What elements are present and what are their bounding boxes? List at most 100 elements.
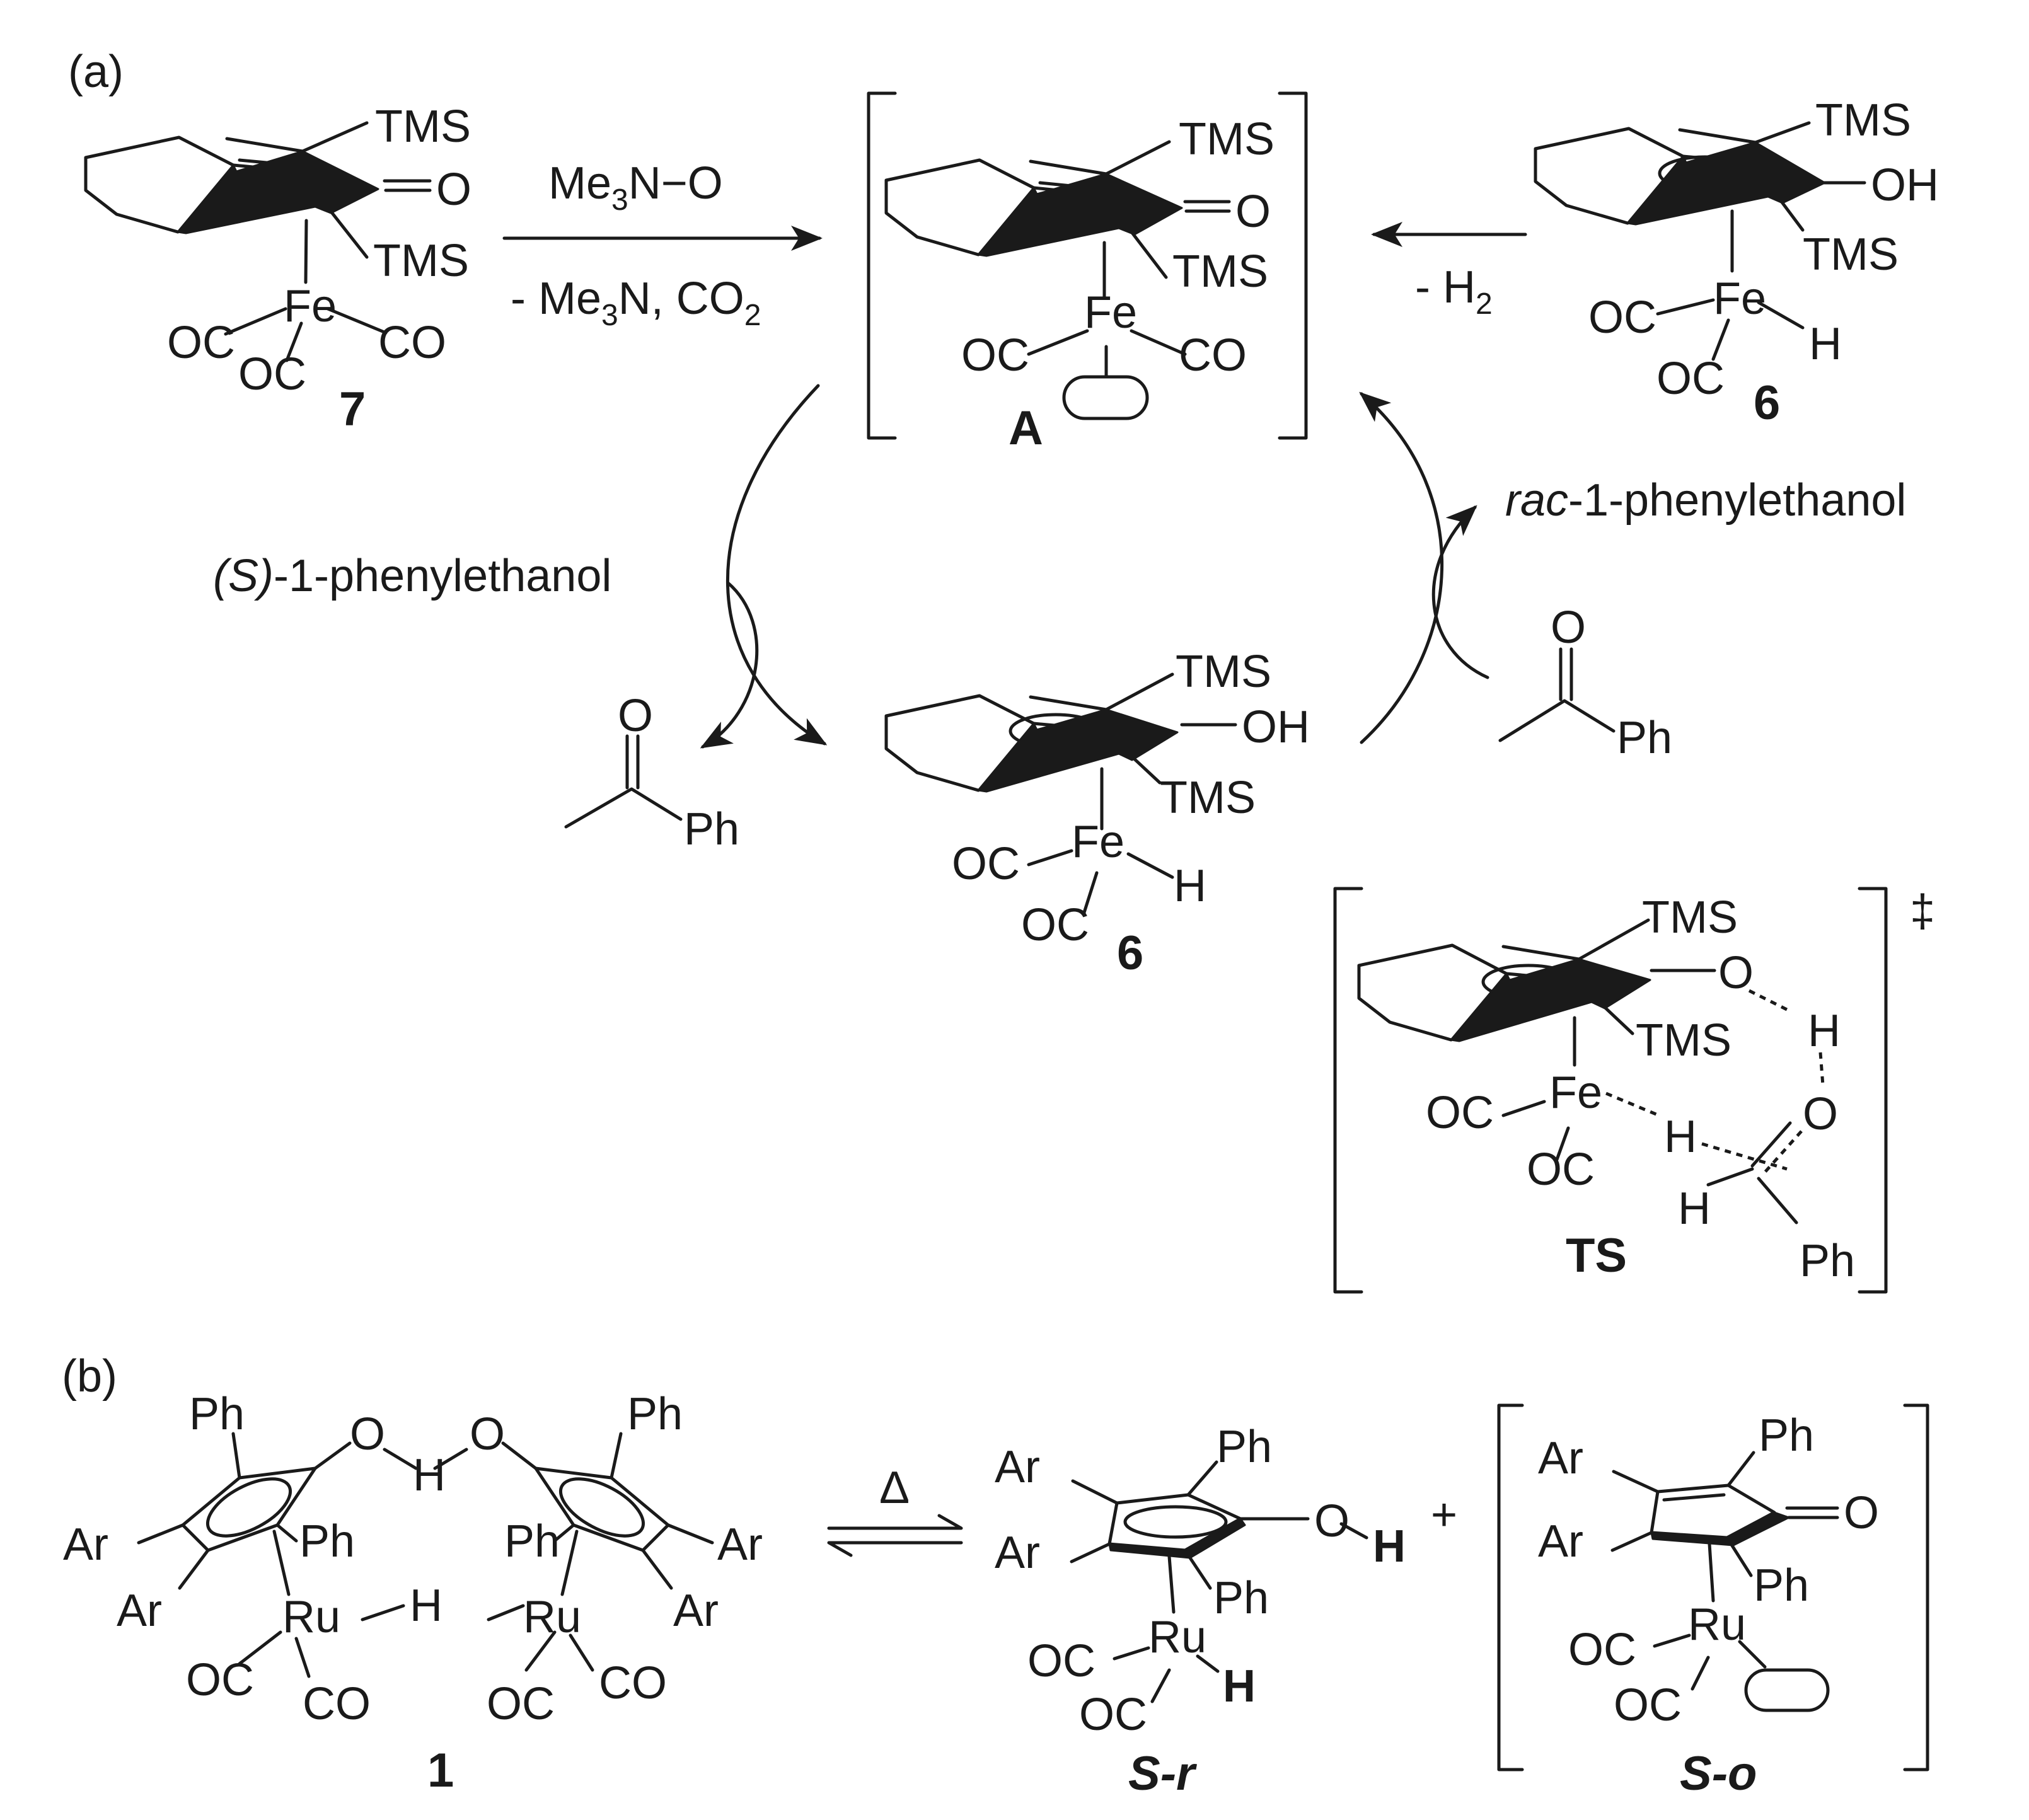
aryl-left-2: Ar [117, 1586, 162, 1636]
acetophenone-right: O Ph [1498, 602, 1672, 763]
panel-b-label: (b) [62, 1351, 117, 1402]
ligand-oc-bottom: OC [1614, 1680, 1682, 1731]
compound-S-r: Ph Ar O H + Ar Ph Ru OC H OC S-r [995, 1422, 1457, 1800]
vacant-site-icon [1062, 375, 1149, 420]
iron-atom: Fe [1713, 274, 1766, 324]
group-tms-bottom: TMS [1803, 229, 1899, 280]
aryl-lower: Ar [995, 1528, 1040, 1578]
ligand-co-right: CO [1179, 330, 1247, 381]
phenyl-mid-left: Ph [299, 1516, 355, 1567]
group-tms-top: TMS [1176, 647, 1271, 697]
panel-a-label: (a) [68, 47, 124, 97]
iron-atom: Fe [1549, 1068, 1602, 1118]
aryl-upper: Ar [1538, 1433, 1583, 1483]
ligand-oc-left: OC [952, 839, 1020, 889]
plus-sign: + [1431, 1490, 1457, 1540]
byproduct-h2: - H2 [1415, 262, 1493, 321]
hydroxyl-o: O [1314, 1496, 1350, 1546]
compound-S-o: Ph Ar O Ar Ph Ru OC OC S-o [1497, 1403, 1929, 1800]
aryl-right-2: Ar [673, 1586, 719, 1636]
group-tms-bottom: TMS [373, 236, 469, 286]
label-compound-7: 7 [339, 383, 366, 436]
product-rac-1-phenylethanol: rac-1-phenylethanol [1505, 475, 1906, 526]
phenyl-lower: Ph [1754, 1560, 1809, 1611]
arrow-oxidation: Me3N−O - Me3N, CO2 [502, 158, 823, 332]
ts-hydride-h: H [1664, 1112, 1697, 1162]
compound-6-center: TMS OH TMS Fe OC H OC 6 [884, 647, 1310, 980]
compound-1-shvo-dimer: Ph O H O Ph Ph Ph Ar Ar Ar Ar Ru H Ru OC… [63, 1389, 763, 1797]
transition-state-TS: ‡ TMS O TMS H Fe OC O H OC H TS Ph [1333, 886, 1935, 1294]
iron-atom: Fe [1084, 287, 1137, 338]
bridging-h: H [413, 1450, 446, 1500]
group-tms-bottom: TMS [1636, 1015, 1731, 1066]
compound-6-top: TMS OH TMS Fe OC H OC 6 [1534, 95, 1939, 430]
arrow-dehydrogenation: - H2 [1371, 222, 1527, 321]
phenyl-top: Ph [1759, 1410, 1814, 1461]
ts-oxygen-cp: O [1718, 948, 1754, 998]
ts-carbonyl-o: O [1803, 1089, 1838, 1139]
phenyl-top: Ph [1217, 1422, 1272, 1472]
ts-double-dagger: ‡ [1910, 886, 1935, 936]
acetophenone-left: O Ph [564, 691, 739, 855]
ligand-co-right: CO [378, 318, 446, 368]
group-tms-bottom: TMS [1160, 773, 1256, 823]
label-compound-6: 6 [1754, 376, 1780, 430]
carbonyl-o: O [1844, 1488, 1879, 1538]
catalytic-cycle-arrows [700, 384, 1489, 749]
phenyl-top-left: Ph [189, 1389, 245, 1439]
ligand-oc-bottom: OC [1021, 900, 1089, 950]
group-tms-top: TMS [1815, 95, 1911, 146]
iron-atom: Fe [1072, 817, 1124, 867]
ruthenium: Ru [1688, 1599, 1746, 1650]
phenyl-group: Ph [684, 804, 739, 855]
bridging-hydride: H [410, 1581, 442, 1631]
reactant-s-1-phenylethanol: (S)-1-phenylethanol [213, 551, 611, 601]
aryl-upper: Ar [995, 1442, 1040, 1492]
label-compound-6: 6 [1117, 926, 1143, 980]
hydroxyl-h-bold: H [1373, 1521, 1406, 1572]
ketone-o: O [618, 691, 653, 741]
hydride-h: H [1174, 861, 1206, 911]
equilibrium-arrows: Δ [827, 1463, 963, 1557]
ligand-oc-left: OC [1027, 1636, 1095, 1686]
vacant-site-icon [1744, 1668, 1830, 1712]
group-hydroxyl: OH [1242, 702, 1310, 752]
compound-7: TMS O TMS Fe OC CO OC 7 [84, 101, 471, 436]
ligand-oc-bottom: OC [1079, 1690, 1147, 1740]
ligand-co-right: CO [599, 1658, 667, 1708]
label-compound-1: 1 [427, 1744, 454, 1797]
ligand-oc-left: OC [1426, 1088, 1494, 1138]
ligand-oc-bottom: OC [1527, 1144, 1595, 1195]
group-tms-top: TMS [1642, 892, 1738, 943]
ligand-oc-bottom: OC [1656, 354, 1725, 404]
ts-aldehyde-h: H [1678, 1184, 1711, 1234]
ligand-oc-left: OC [961, 330, 1029, 381]
byproducts-me3n-co2: - Me3N, CO2 [511, 274, 761, 332]
hydride-h: H [1809, 319, 1842, 369]
label-compound-A: A [1009, 401, 1043, 455]
label-S-o: S-o [1680, 1747, 1757, 1800]
group-hydroxyl: OH [1871, 160, 1939, 210]
intermediate-A: TMS O TMS Fe OC CO A [867, 91, 1308, 455]
ruthenium-right: Ru [523, 1592, 581, 1642]
ligand-oc-right: OC [487, 1679, 555, 1729]
oxygen-right: O [470, 1409, 505, 1460]
ligand-oc-left: OC [167, 318, 235, 368]
aryl-left-1: Ar [63, 1519, 108, 1570]
group-tms-top: TMS [375, 101, 471, 152]
ruthenium: Ru [1148, 1612, 1206, 1662]
group-tms-top: TMS [1179, 114, 1275, 164]
phenyl-group: Ph [1800, 1236, 1855, 1286]
ketone-o: O [1551, 602, 1586, 653]
group-carbonyl-o: O [436, 164, 471, 215]
phenyl-lower: Ph [1213, 1573, 1269, 1623]
ligand-oc-bottom: OC [238, 349, 306, 400]
group-tms-bottom: TMS [1172, 246, 1268, 297]
label-S-r: S-r [1128, 1747, 1198, 1800]
ligand-co-left: CO [303, 1679, 371, 1729]
ts-hydroxyl-h: H [1808, 1006, 1841, 1056]
hydride-h-bold: H [1223, 1661, 1256, 1712]
label-TS: TS [1566, 1229, 1627, 1282]
ligand-oc-left: OC [1588, 292, 1656, 343]
aryl-right-1: Ar [717, 1519, 763, 1570]
